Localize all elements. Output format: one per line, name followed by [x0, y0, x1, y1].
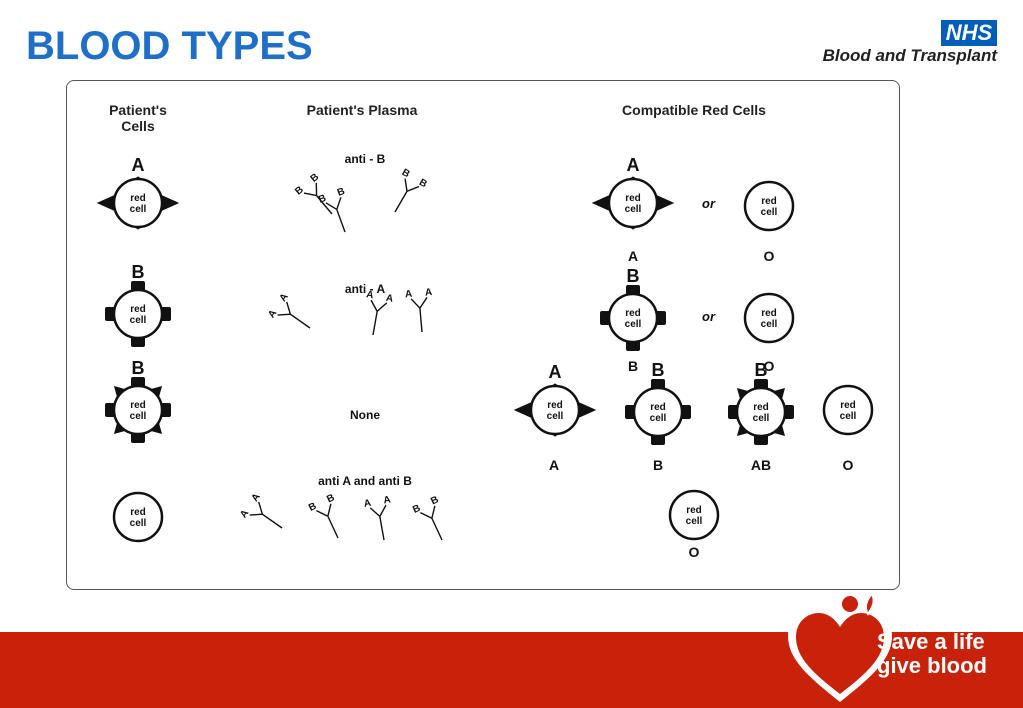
antibody-anti-b-2-label: B [317, 193, 328, 206]
compatible-cell-r3-b-text-1: red [650, 402, 666, 413]
antibody-anti-ab-2-label: B [307, 501, 318, 514]
compatible-cell-r3-b-antigen-label: B [652, 360, 665, 380]
antibody-anti-b-2-label-2: B [336, 186, 347, 199]
compatible-cell-r3-b-text-2: cell [650, 413, 667, 424]
antibody-anti-a-3-label: A [405, 289, 413, 301]
antibody-anti-b-1-label: B [293, 184, 306, 197]
antibody-anti-ab-3-label-2: A [383, 494, 392, 506]
patient-cell-b-text-2: cell [130, 315, 147, 326]
slogan-line-1: Save a life [877, 630, 985, 654]
compatible-cell-r3-ab-text-2: cell [753, 413, 770, 424]
compatible-cell-r2-o-text-1: red [761, 308, 777, 319]
antibody-anti-ab-4: BB [411, 494, 454, 545]
antibody-anti-ab-4-label-2: B [429, 494, 440, 507]
compatible-cell-r2-b-text-2: cell [625, 319, 642, 330]
compatible-cell-r2-o-text-2: cell [761, 319, 778, 330]
antibody-anti-a-2-label: A [365, 289, 374, 301]
patient-cell-a-text-1: red [130, 193, 146, 204]
compatible-cell-r4-o-text-1: red [686, 505, 702, 516]
compatible-cell-r1-a-text-1: red [625, 193, 641, 204]
antibody-anti-a-3-label-2: A [425, 287, 433, 299]
patient-cell-o-text-2: cell [130, 518, 147, 529]
antibody-anti-b-3-label: B [400, 167, 412, 180]
antibody-anti-a-1: AA [266, 292, 318, 340]
patient-cell-ab-text-1: red [130, 400, 146, 411]
compatible-cell-r3-a-text-1: red [547, 400, 563, 411]
antibody-anti-ab-1: AA [238, 492, 290, 540]
compatible-cell-r1-o-text-1: red [761, 196, 777, 207]
antibody-anti-ab-2: BB [307, 492, 350, 543]
patient-cell-o-text-1: red [130, 507, 146, 518]
antibody-anti-ab-1-label-2: A [250, 492, 263, 504]
antibody-anti-a-1-label-2: A [278, 292, 291, 304]
antibody-anti-ab-3-label: A [363, 498, 372, 510]
compatible-cell-r3-o-text-1: red [840, 400, 856, 411]
antibody-anti-b-1-label-2: B [309, 172, 322, 185]
patient-cell-a-antigen-label: A [132, 155, 145, 175]
antibody-anti-ab-1-label: A [238, 508, 251, 520]
compatible-cell-r3-ab-antigen-label: B [755, 360, 768, 380]
patient-cell-ab-text-2: cell [130, 411, 147, 422]
antibody-anti-a-2-label-2: A [385, 293, 394, 305]
slogan-line-2: give blood [877, 654, 987, 678]
compatible-cell-r3-a-text-2: cell [547, 411, 564, 422]
patient-cell-ab-antigen-label: B [132, 358, 145, 378]
patient-cell-b-text-1: red [130, 304, 146, 315]
compatible-cell-r1-a-text-2: cell [625, 204, 642, 215]
antibody-anti-b-3: BB [383, 167, 429, 219]
compatible-cell-r1-o-text-2: cell [761, 207, 778, 218]
compatible-cell-r1-a-antigen-label: A [627, 155, 640, 175]
antibody-anti-ab-4-label: B [411, 503, 422, 516]
patient-cell-b-antigen-label: B [132, 262, 145, 282]
compatible-cell-r2-b-antigen-label: B [627, 266, 640, 286]
compatible-cell-r3-o-text-2: cell [840, 411, 857, 422]
patient-cell-a-text-2: cell [130, 204, 147, 215]
antibody-anti-b-3-label-2: B [417, 177, 429, 190]
compatible-cell-r3-a-antigen-label: A [549, 362, 562, 382]
antibody-anti-ab-2-label-2: B [325, 492, 336, 505]
antibody-anti-a-1-label: A [266, 308, 279, 320]
compatible-cell-r2-b-text-1: red [625, 308, 641, 319]
compatible-cell-r3-ab-text-1: red [753, 402, 769, 413]
antibody-anti-b-2: BB [317, 186, 358, 237]
compatible-cell-r4-o-text-2: cell [686, 516, 703, 527]
